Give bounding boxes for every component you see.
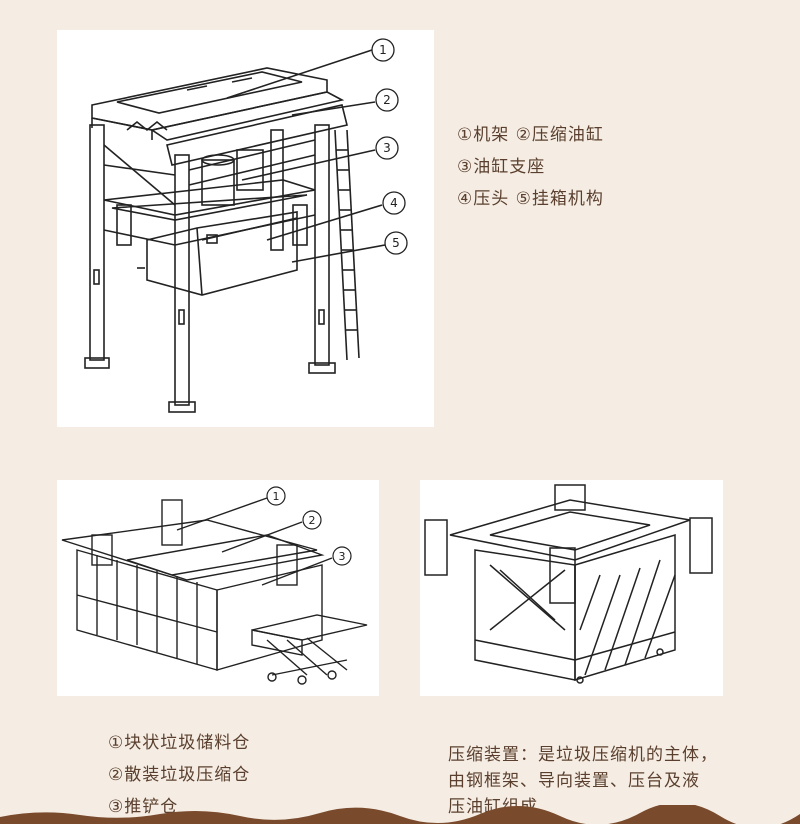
legend-line: ②散装垃圾压缩仓 bbox=[108, 765, 251, 785]
legend-line: ①机架 ②压缩油缸 bbox=[457, 125, 604, 145]
compression-device-drawing bbox=[420, 480, 723, 696]
description-line: 压缩装置：是垃圾压缩机的主体， bbox=[448, 745, 718, 765]
decorative-wave bbox=[0, 805, 800, 824]
callout-4: 4 bbox=[390, 196, 398, 210]
compression-device-description: 压缩装置：是垃圾压缩机的主体， 由钢框架、导向装置、压台及液 压油缸组成 bbox=[448, 742, 778, 820]
storage-bin-illustration: 1 2 3 bbox=[61, 486, 368, 685]
legend-line: ④压头 ⑤挂箱机构 bbox=[457, 189, 604, 209]
callout-2: 2 bbox=[383, 93, 391, 107]
callout-1: 1 bbox=[273, 490, 280, 503]
storage-bin-drawing: 1 2 3 bbox=[57, 480, 379, 696]
legend-line: ①块状垃圾储料仓 bbox=[108, 733, 251, 753]
bottom-left-legend: ①块状垃圾储料仓 ②散装垃圾压缩仓 ③推铲仓 bbox=[108, 727, 250, 823]
callout-3: 3 bbox=[339, 550, 346, 563]
gantry-frame-illustration: 1 2 3 4 5 bbox=[84, 38, 408, 413]
callout-2: 2 bbox=[309, 514, 316, 527]
legend-line: ③油缸支座 bbox=[457, 157, 546, 177]
legend-line: ③推铲仓 bbox=[108, 797, 179, 817]
callout-5: 5 bbox=[392, 236, 400, 250]
callout-3: 3 bbox=[383, 141, 391, 155]
description-line: 由钢框架、导向装置、压台及液 bbox=[448, 771, 700, 791]
top-figure-legend: ①机架 ②压缩油缸 ③油缸支座 ④压头 ⑤挂箱机构 bbox=[457, 119, 604, 215]
gantry-frame-drawing: 1 2 3 4 5 bbox=[57, 30, 434, 427]
callout-1: 1 bbox=[379, 43, 387, 57]
compression-device-illustration bbox=[424, 484, 713, 684]
